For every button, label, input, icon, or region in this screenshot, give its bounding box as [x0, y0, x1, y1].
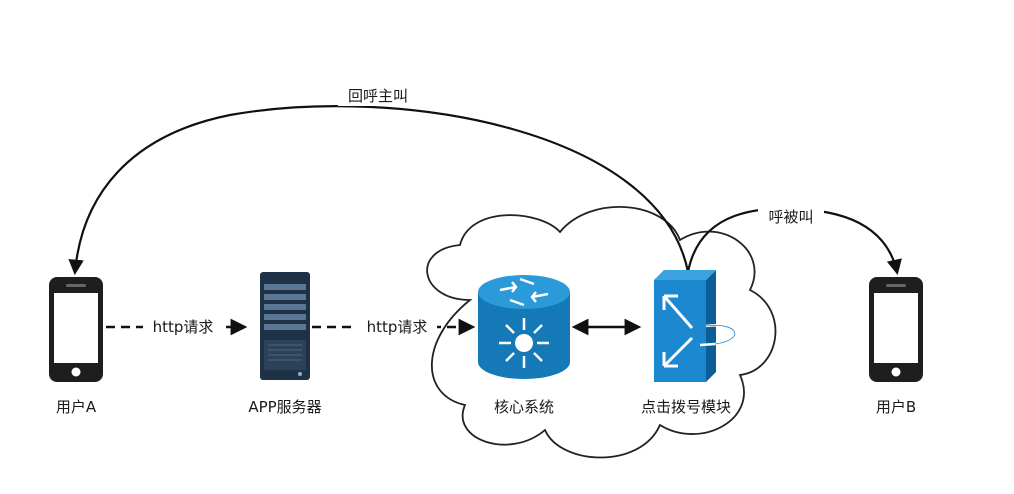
core-system-label: 核心系统: [494, 398, 554, 416]
app-server-label: APP服务器: [248, 398, 321, 416]
callback-label: 回呼主叫: [348, 87, 408, 105]
switch-icon: [654, 270, 736, 382]
call-callee-label: 呼被叫: [768, 208, 813, 226]
router-icon: [478, 275, 570, 379]
phone-icon-user-b: [869, 277, 923, 382]
edge-server-to-core-label: http请求: [367, 318, 428, 336]
phone-icon-user-a: [49, 277, 103, 382]
dial-module-label: 点击拨号模块: [641, 398, 731, 416]
callback-arc: [68, 105, 690, 276]
user-b-label: 用户B: [876, 398, 916, 416]
user-a-label: 用户A: [56, 398, 97, 416]
edge-a-to-server-label: http请求: [153, 318, 214, 336]
server-icon: [260, 272, 310, 380]
